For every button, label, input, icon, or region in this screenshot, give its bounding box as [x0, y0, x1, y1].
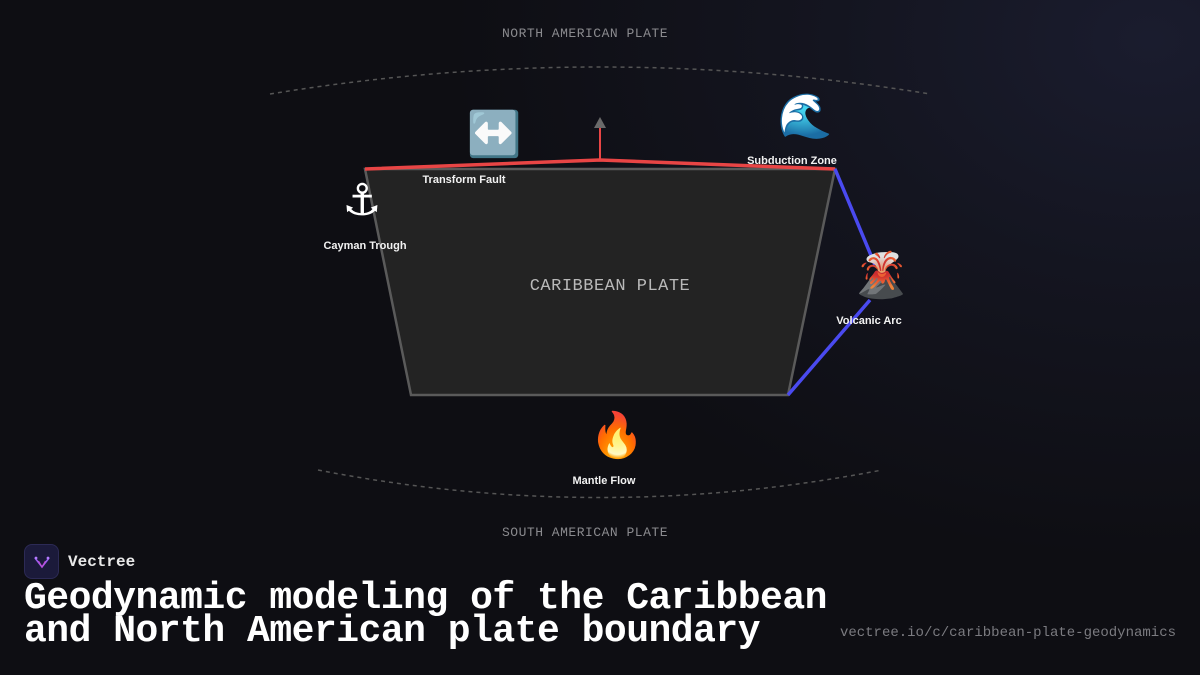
left-right-arrow-icon: ↔️: [466, 109, 522, 160]
wave-icon: 🌊: [777, 91, 833, 142]
south-arc-boundary: [317, 469, 883, 499]
brand: Vectree: [24, 544, 135, 579]
caribbean-plate-label: CARIBBEAN PLATE: [529, 277, 691, 296]
motion-arrow-head: [594, 117, 606, 128]
mantle-flow-label: Mantle Flow: [572, 475, 636, 487]
source-url[interactable]: vectree.io/c/caribbean-plate-geodynamics: [839, 625, 1176, 641]
south-american-plate-label: SOUTH AMERICAN PLATE: [501, 525, 669, 540]
north-arc-boundary: [269, 66, 931, 95]
brand-name: Vectree: [68, 552, 136, 571]
volcano-icon: 🌋: [853, 250, 909, 301]
subduction-zone-label: Subduction Zone: [747, 155, 837, 167]
volcanic-arc-label: Volcanic Arc: [836, 315, 902, 327]
transform-fault-label: Transform Fault: [422, 174, 506, 186]
subduction-boundary-upper: [833, 168, 877, 266]
cayman-trough-label: Cayman Trough: [323, 240, 407, 252]
page-title: Geodynamic modeling of the Caribbean and…: [24, 577, 827, 653]
vectree-logo-icon: [24, 544, 59, 579]
anchor-icon: ⚓: [342, 175, 382, 226]
north-american-plate-label: NORTH AMERICAN PLATE: [501, 26, 669, 41]
fire-icon: 🔥: [589, 410, 645, 461]
subduction-boundary-lower: [786, 298, 872, 397]
